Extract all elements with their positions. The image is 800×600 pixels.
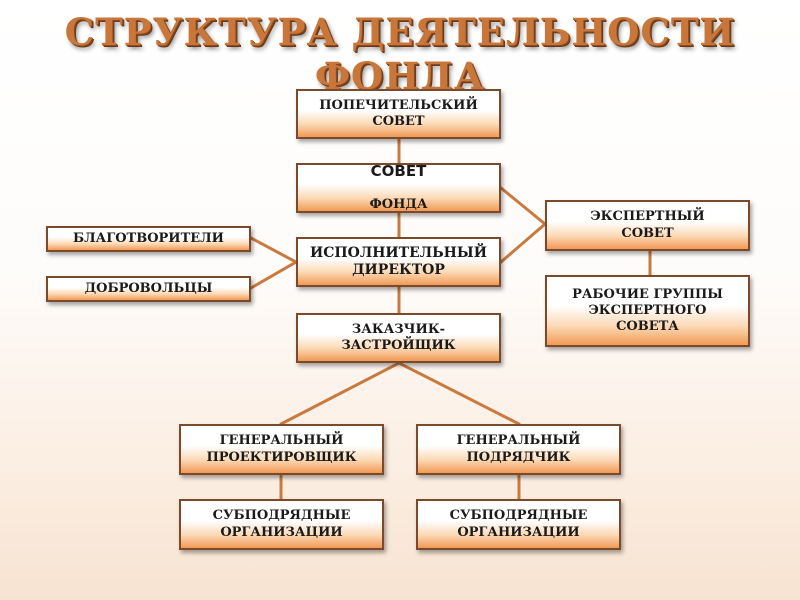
expert-working-groups-label: РАБОЧИЕ ГРУППЫ ЭКСПЕРТНОГО СОВЕТА	[572, 286, 723, 335]
subcontractors-left-box: СУБПОДРЯДНЫЕ ОРГАНИЗАЦИИ	[179, 499, 384, 550]
general-designer-box: ГЕНЕРАЛЬНЫЙ ПРОЕКТИРОВЩИК	[179, 424, 384, 475]
subcontractors-left-label: СУБПОДРЯДНЫЕ ОРГАНИЗАЦИИ	[212, 508, 351, 540]
fund-council-box: СОВЕТ ФОНДА	[296, 162, 501, 213]
trustees-council-box: ПОПЕЧИТЕЛЬСКИЙ СОВЕТ	[296, 89, 501, 139]
general-contractor-box: ГЕНЕРАЛЬНЫЙ ПОДРЯДЧИК	[416, 424, 621, 475]
general-designer-label: ГЕНЕРАЛЬНЫЙ ПРОЕКТИРОВЩИК	[206, 433, 357, 465]
expert-council-box: ЭКСПЕРТНЫЙ СОВЕТ	[545, 200, 750, 251]
volunteers-label: ДОБРОВОЛЬЦЫ	[84, 280, 213, 296]
executive-director-box: ИСПОЛНИТЕЛЬНЫЙ ДИРЕКТОР	[296, 237, 501, 287]
benefactors-label: БЛАГОТВОРИТЕЛИ	[73, 230, 224, 246]
benefactors-box: БЛАГОТВОРИТЕЛИ	[46, 226, 251, 252]
fund-council-label-line1: СОВЕТ	[370, 162, 427, 181]
trustees-council-label: ПОПЕЧИТЕЛЬСКИЙ СОВЕТ	[319, 97, 478, 129]
expert-working-groups-box: РАБОЧИЕ ГРУППЫ ЭКСПЕРТНОГО СОВЕТА	[545, 275, 750, 347]
fund-council-label: СОВЕТ ФОНДА	[369, 146, 427, 230]
fund-council-label-line2: ФОНДА	[369, 197, 428, 213]
customer-developer-box: ЗАКАЗЧИК- ЗАСТРОЙЩИК	[296, 313, 501, 363]
connector-council-director-expert	[499, 186, 548, 264]
executive-director-label: ИСПОЛНИТЕЛЬНЫЙ ДИРЕКТОР	[310, 244, 487, 279]
customer-developer-label: ЗАКАЗЧИК- ЗАСТРОЙЩИК	[341, 321, 456, 353]
subcontractors-right-label: СУБПОДРЯДНЫЕ ОРГАНИЗАЦИИ	[449, 508, 588, 540]
general-contractor-label: ГЕНЕРАЛЬНЫЙ ПОДРЯДЧИК	[456, 433, 581, 465]
volunteers-box: ДОБРОВОЛЬЦЫ	[46, 276, 251, 302]
connector-director-benefactors-volunteers	[249, 236, 300, 290]
connector-customer-generals	[279, 361, 521, 426]
page-title: СТРУКТУРА ДЕЯТЕЛЬНОСТИ ФОНДА	[64, 10, 736, 98]
subcontractors-right-box: СУБПОДРЯДНЫЕ ОРГАНИЗАЦИИ	[416, 499, 621, 550]
expert-council-label: ЭКСПЕРТНЫЙ СОВЕТ	[590, 209, 705, 241]
